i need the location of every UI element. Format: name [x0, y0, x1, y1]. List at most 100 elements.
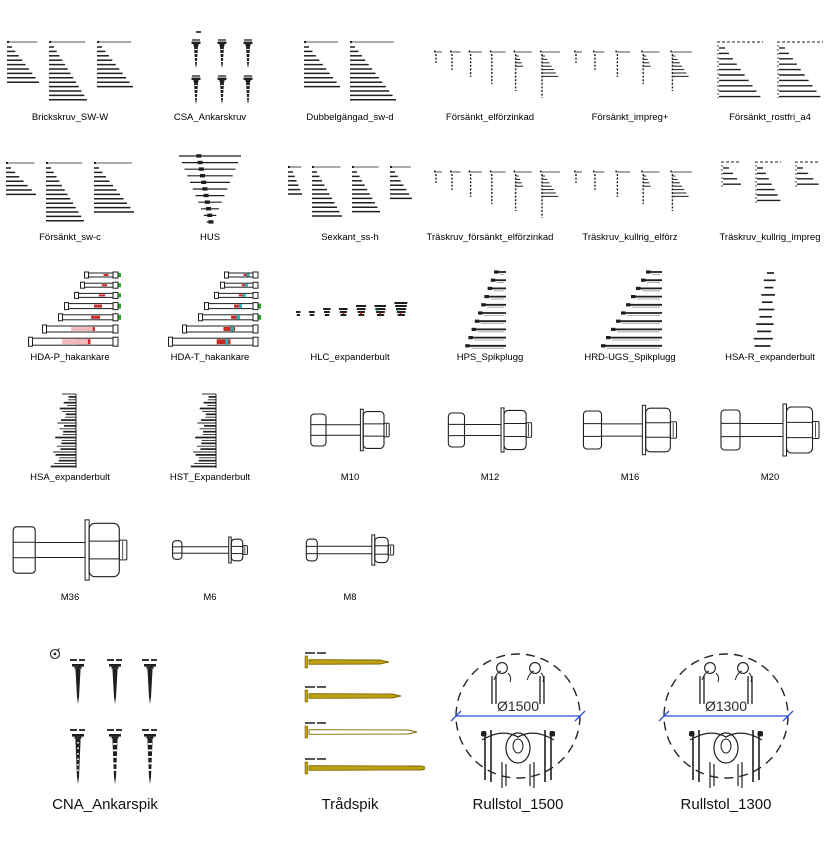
- item-label: Träskruv_kullrig_impreg: [719, 232, 821, 243]
- hus-thumbnail: [140, 148, 280, 232]
- library-item-m8[interactable]: M8: [280, 508, 420, 628]
- m20-thumbnail: [700, 388, 840, 472]
- library-item-hsa-r-expanderbult[interactable]: HSA-R_expanderbult: [700, 268, 840, 388]
- library-row: Försänkt_sw-c HUS Sexkant_ss-h Träskruv_för…: [0, 148, 840, 268]
- library-item-tr-skruv-kullrig-impreg[interactable]: Träskruv_kullrig_impreg: [700, 148, 840, 268]
- item-label: HDA-T_hakankare: [170, 352, 250, 363]
- hps-spikplugg-thumbnail: [420, 268, 560, 352]
- sexkant-ss-h-thumbnail: [280, 148, 420, 232]
- library-item-tr-skruv-f-rs-nkt-elf-rzinkad[interactable]: Träskruv_försänkt_elförzinkad: [420, 148, 560, 268]
- item-label: Trådspik: [321, 796, 379, 813]
- f-rs-nkt-elf-rzinkad-thumbnail: [420, 28, 560, 112]
- library-item-hps-spikplugg[interactable]: HPS_Spikplugg: [420, 268, 560, 388]
- item-label: HRD-UGS_Spikplugg: [584, 352, 676, 363]
- library-item-m20[interactable]: M20: [700, 388, 840, 508]
- item-label: M12: [480, 472, 500, 483]
- item-label: Träskruv_försänkt_elförzinkad: [426, 232, 554, 243]
- m10-thumbnail: [280, 388, 420, 472]
- library-item-csa-ankarskruv[interactable]: CSA_Ankarskruv: [140, 28, 280, 148]
- library-item-f-rs-nkt-impreg[interactable]: Försänkt_impreg+: [560, 28, 700, 148]
- f-rs-nkt-rostfri-a4-thumbnail: [700, 28, 840, 112]
- library-row: M36 M6 M8: [0, 508, 840, 628]
- item-label: HLC_expanderbult: [310, 352, 390, 363]
- tr-skruv-kullrig-elf-rz-thumbnail: [560, 148, 700, 232]
- item-label: Försänkt_sw-c: [39, 232, 101, 243]
- tr-skruv-kullrig-impreg-thumbnail: [700, 148, 840, 232]
- library-item-tr-skruv-kullrig-elf-rz[interactable]: Träskruv_kullrig_elförz: [560, 148, 700, 268]
- item-label: Rullstol_1500: [472, 796, 564, 813]
- featured-item-tr-dspik[interactable]: Trådspik: [275, 642, 425, 813]
- rullstol-1500-thumbnail: Ø1500: [438, 642, 598, 792]
- hsa-r-expanderbult-thumbnail: [700, 268, 840, 352]
- library-item-hst-expanderbult[interactable]: HST_Expanderbult: [140, 388, 280, 508]
- item-label: HUS: [199, 232, 221, 243]
- featured-item-cna-ankarspik[interactable]: CNA_Ankarspik: [30, 642, 180, 813]
- m8-thumbnail: [280, 508, 420, 592]
- library-row: HDA-P_hakankare HDA-T_hakankare HLC_expand…: [0, 268, 840, 388]
- library-item-m6[interactable]: M6: [140, 508, 280, 628]
- hsa-expanderbult-thumbnail: [0, 388, 140, 472]
- library-row: Brickskruv_SW-W CSA_Ankarskruv Dubbelgänga…: [0, 28, 840, 148]
- m6-thumbnail: [140, 508, 280, 592]
- item-label: HPS_Spikplugg: [456, 352, 524, 363]
- item-label: M36: [60, 592, 80, 603]
- hrd-ugs-spikplugg-thumbnail: [560, 268, 700, 352]
- item-label: Träskruv_kullrig_elförz: [582, 232, 678, 243]
- library-item-hrd-ugs-spikplugg[interactable]: HRD-UGS_Spikplugg: [560, 268, 700, 388]
- m12-thumbnail: [420, 388, 560, 472]
- tr-dspik-thumbnail: [275, 642, 425, 792]
- library-item-m36[interactable]: M36: [0, 508, 140, 628]
- hst-expanderbult-thumbnail: [140, 388, 280, 472]
- csa-ankarskruv-thumbnail: [140, 28, 280, 112]
- f-rs-nkt-sw-c-thumbnail: [0, 148, 140, 232]
- item-label: M6: [203, 592, 217, 603]
- hlc-expanderbult-thumbnail: [280, 268, 420, 352]
- library-item-f-rs-nkt-elf-rzinkad[interactable]: Försänkt_elförzinkad: [420, 28, 560, 148]
- library-item-m10[interactable]: M10: [280, 388, 420, 508]
- item-label: Försänkt_rostfri_a4: [729, 112, 811, 123]
- item-label: M8: [343, 592, 357, 603]
- item-label: Försänkt_elförzinkad: [445, 112, 535, 123]
- item-label: Sexkant_ss-h: [321, 232, 379, 243]
- library-item-hda-p-hakankare[interactable]: HDA-P_hakankare: [0, 268, 140, 388]
- library-item-hda-t-hakankare[interactable]: HDA-T_hakankare: [140, 268, 280, 388]
- item-label: HST_Expanderbult: [169, 472, 251, 483]
- item-label: M20: [760, 472, 780, 483]
- library-item-dubbelg-ngad-sw-d[interactable]: Dubbelgängad_sw-d: [280, 28, 420, 148]
- item-label: HSA-R_expanderbult: [725, 352, 815, 363]
- library-item-hlc-expanderbult[interactable]: HLC_expanderbult: [280, 268, 420, 388]
- cna-ankarspik-thumbnail: [30, 642, 180, 792]
- f-rs-nkt-impreg-thumbnail: [560, 28, 700, 112]
- item-label: Dubbelgängad_sw-d: [306, 112, 394, 123]
- brickskruv-sw-w-thumbnail: [0, 28, 140, 112]
- library-item-m12[interactable]: M12: [420, 388, 560, 508]
- library-item-sexkant-ss-h[interactable]: Sexkant_ss-h: [280, 148, 420, 268]
- rullstol-1300-thumbnail: Ø1300: [646, 642, 806, 792]
- item-label: Försänkt_impreg+: [591, 112, 669, 123]
- hda-p-hakankare-thumbnail: [0, 268, 140, 352]
- library-item-f-rs-nkt-rostfri-a4[interactable]: Försänkt_rostfri_a4: [700, 28, 840, 148]
- library-item-hus[interactable]: HUS: [140, 148, 280, 268]
- dubbelg-ngad-sw-d-thumbnail: [280, 28, 420, 112]
- library-item-brickskruv-sw-w[interactable]: Brickskruv_SW-W: [0, 28, 140, 148]
- item-label: CSA_Ankarskruv: [173, 112, 247, 123]
- item-label: Brickskruv_SW-W: [31, 112, 109, 123]
- item-label: Rullstol_1300: [680, 796, 772, 813]
- item-label: CNA_Ankarspik: [52, 796, 158, 813]
- item-label: M16: [620, 472, 640, 483]
- component-grid: Brickskruv_SW-W CSA_Ankarskruv Dubbelgänga…: [0, 28, 840, 628]
- item-label: HSA_expanderbult: [30, 472, 110, 483]
- library-item-m16[interactable]: M16: [560, 388, 700, 508]
- hda-t-hakankare-thumbnail: [140, 268, 280, 352]
- library-item-hsa-expanderbult[interactable]: HSA_expanderbult: [0, 388, 140, 508]
- library-item-f-rs-nkt-sw-c[interactable]: Försänkt_sw-c: [0, 148, 140, 268]
- item-label: HDA-P_hakankare: [30, 352, 110, 363]
- m16-thumbnail: [560, 388, 700, 472]
- m36-thumbnail: [0, 508, 140, 592]
- svg-text:Ø1300: Ø1300: [705, 698, 747, 714]
